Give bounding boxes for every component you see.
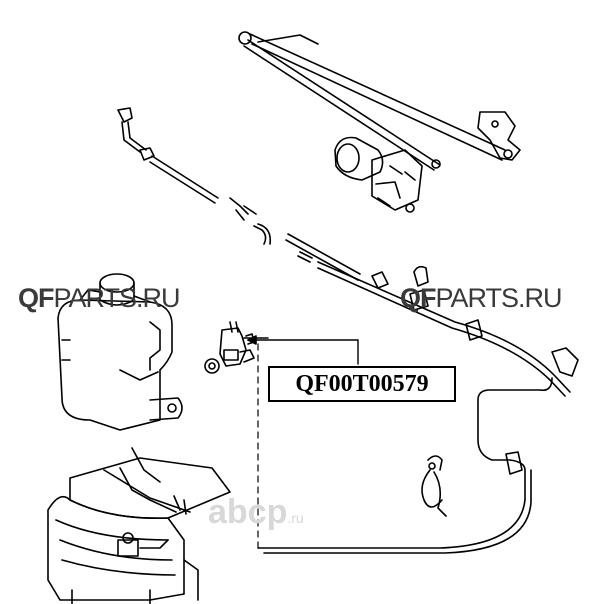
- abcp-logo-watermark: abcp.ru: [208, 493, 304, 532]
- wiper-motor: [334, 136, 441, 213]
- watermark-left: QFPARTS.RU: [18, 283, 181, 314]
- watermark-left-text: PARTS.RU: [53, 283, 181, 313]
- washer-hose-right: [317, 261, 579, 397]
- motor-body: [334, 136, 384, 181]
- hose-clip-1: [371, 271, 389, 289]
- watermark-right-bold: QF: [400, 283, 436, 313]
- nozzle-top: [413, 265, 429, 287]
- vehicle-front: [47, 495, 185, 601]
- linkage-rod-lower: [243, 39, 441, 171]
- watermark-left-bold: QF: [18, 283, 54, 313]
- hose-clamp: [421, 455, 447, 517]
- linkage-pivot-left: [238, 31, 252, 45]
- motor-gearbox: [371, 149, 423, 211]
- washer-hose-left: [117, 107, 361, 281]
- hose-joint: [229, 197, 257, 221]
- tank-body: [57, 299, 173, 431]
- tank-mount: [149, 397, 183, 421]
- linkage-crossbar: [257, 34, 319, 45]
- part-number-label: QF00T00579: [268, 366, 456, 402]
- linkage-bracket-right: [477, 111, 521, 161]
- vehicle-sketch: [47, 447, 231, 604]
- watermark-right: QFPARTS.RU: [400, 283, 563, 314]
- linkage-rod-upper: [249, 33, 506, 161]
- nozzle-right: [551, 347, 579, 377]
- hose-clip-3: [465, 319, 483, 341]
- washer-hose-lower: [257, 377, 553, 554]
- washer-reservoir-tank: [57, 273, 183, 431]
- callout-leader: [247, 339, 359, 365]
- nozzle-left: [117, 107, 133, 123]
- hose-clip-2: [409, 289, 429, 311]
- hose-clip-4: [505, 451, 523, 475]
- wiper-linkage: [238, 31, 521, 171]
- watermark-right-text: PARTS.RU: [435, 283, 563, 313]
- abcp-logo-suffix: .ru: [287, 510, 304, 526]
- abcp-logo-main: abcp: [208, 493, 288, 531]
